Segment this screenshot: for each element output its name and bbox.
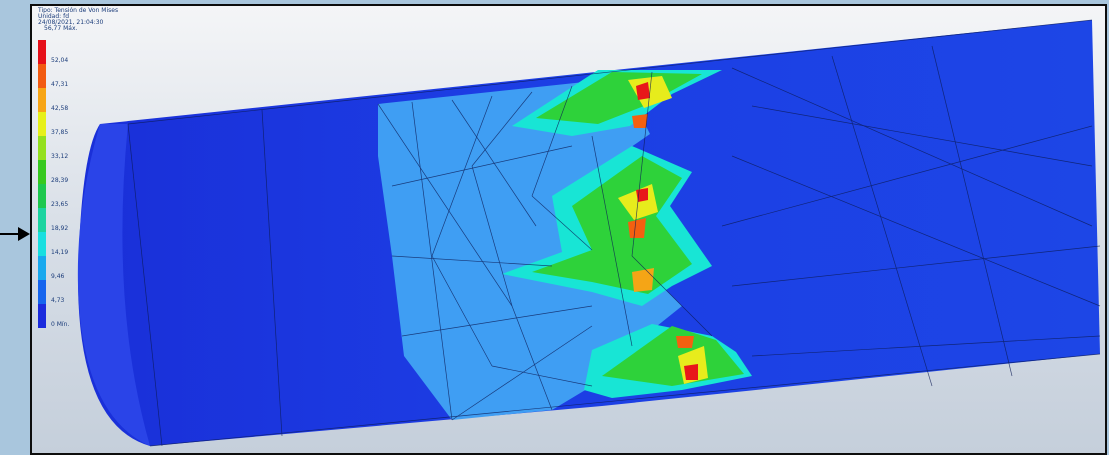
legend-row: 47,31: [38, 64, 108, 88]
legend-label: 47,31: [51, 81, 69, 88]
legend-title: Tipo: Tensión de Von Mises: [38, 7, 119, 14]
legend-label: 52,04: [51, 57, 69, 64]
legend-row: 23,65: [38, 184, 108, 208]
legend-swatch: [38, 136, 46, 160]
legend-label: 18,92: [51, 225, 69, 232]
color-legend: 52,04 47,31 42,58 37,85 33,12 28,39 23,6…: [38, 40, 108, 328]
legend-swatch: [38, 184, 46, 208]
legend-swatch: [38, 88, 46, 112]
legend-swatch: [38, 256, 46, 280]
legend-label: 42,58: [51, 105, 69, 112]
legend-row: 4,73: [38, 280, 108, 304]
cylinder-end-cap: [77, 124, 150, 446]
pointer-arrow-icon: [0, 226, 30, 242]
legend-label: 28,39: [51, 177, 69, 184]
legend-swatch: [38, 280, 46, 304]
legend-row: 42,58: [38, 88, 108, 112]
legend-unit: Unidad: fd: [38, 13, 70, 20]
legend-max-label: 56,77 Máx.: [44, 25, 78, 32]
legend-row: 37,85: [38, 112, 108, 136]
legend-label: 37,85: [51, 129, 69, 136]
legend-label: 4,73: [51, 297, 65, 304]
legend-row: 0 Mín.: [38, 304, 108, 328]
legend-row: 52,04: [38, 40, 108, 64]
legend-label: 14,19: [51, 249, 69, 256]
legend-timestamp: 24/08/2021, 21:04:30: [38, 19, 104, 26]
legend-label: 0 Mín.: [51, 321, 70, 328]
legend-label: 9,46: [51, 273, 65, 280]
legend-label: 23,65: [51, 201, 69, 208]
legend-row: 14,19: [38, 232, 108, 256]
legend-row: 18,92: [38, 208, 108, 232]
fea-viewport[interactable]: Tipo: Tensión de Von Mises Unidad: fd 24…: [30, 4, 1107, 455]
legend-swatch: [38, 40, 46, 64]
legend-header: Tipo: Tensión de Von Mises Unidad: fd 24…: [38, 8, 118, 32]
legend-swatch: [38, 64, 46, 88]
legend-swatch: [38, 208, 46, 232]
legend-swatch: [38, 160, 46, 184]
legend-row: 28,39: [38, 160, 108, 184]
legend-row: 9,46: [38, 256, 108, 280]
legend-swatch: [38, 112, 46, 136]
legend-swatch: [38, 304, 46, 328]
stress-model-render: [77, 19, 1101, 447]
legend-swatch: [38, 232, 46, 256]
legend-row: 33,12: [38, 136, 108, 160]
legend-label: 33,12: [51, 153, 69, 160]
